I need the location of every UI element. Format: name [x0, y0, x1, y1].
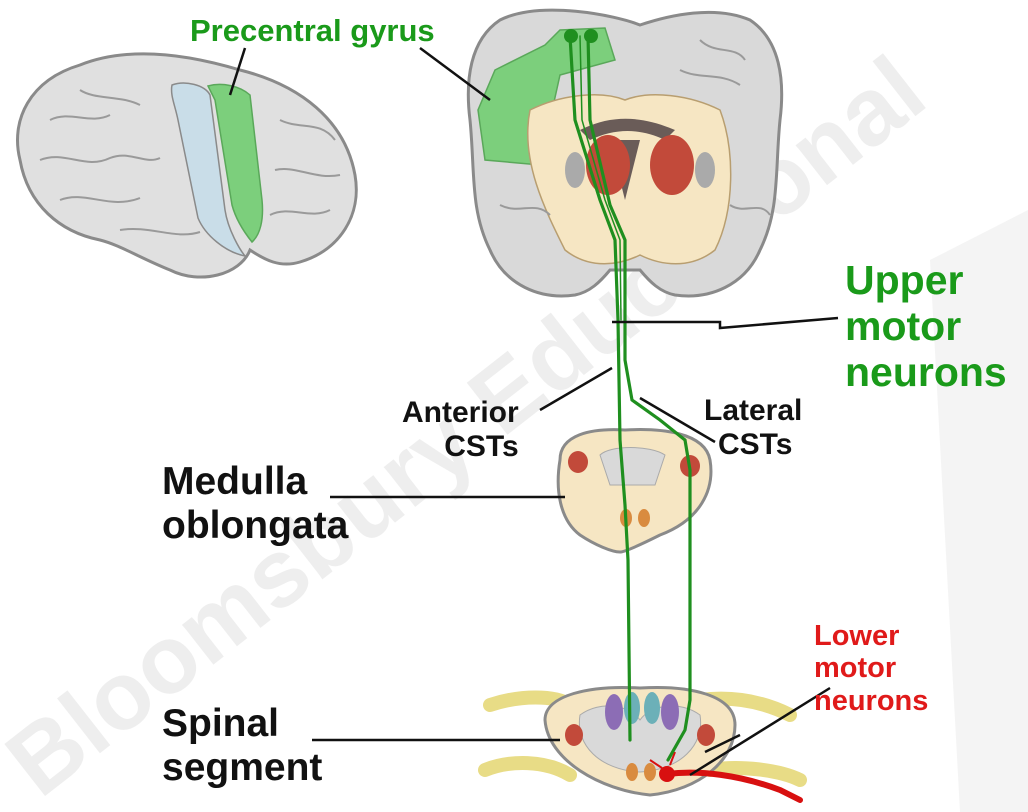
label-precentral-gyrus: Precentral gyrus: [190, 14, 435, 49]
lateral-brain-icon: [18, 54, 357, 277]
label-lower-line-1: Lower: [814, 620, 928, 652]
label-lower-line-3: neurons: [814, 685, 928, 717]
label-lateral-line-1: Lateral: [704, 394, 802, 428]
label-anterior-line-1: Anterior: [402, 396, 519, 430]
label-upper-line-2: motor: [845, 304, 1007, 350]
label-upper-motor-neurons: Upper motor neurons: [845, 258, 1007, 396]
label-anterior-csts: Anterior CSTs: [402, 396, 519, 463]
label-spinal-segment: Spinal segment: [162, 702, 322, 789]
medulla-section-icon: [558, 430, 711, 552]
label-lateral-line-2: CSTs: [704, 428, 802, 462]
label-lower-motor-neurons: Lower motor neurons: [814, 620, 928, 717]
label-anterior-line-2: CSTs: [402, 430, 519, 464]
label-upper-line-1: Upper: [845, 258, 1007, 304]
upper-neuron-soma-1: [564, 29, 578, 43]
label-lateral-csts: Lateral CSTs: [704, 394, 802, 461]
label-medulla-line-2: oblongata: [162, 504, 348, 548]
label-upper-line-3: neurons: [845, 350, 1007, 396]
upper-neuron-soma-2: [584, 29, 598, 43]
label-spinal-line-1: Spinal: [162, 702, 322, 746]
label-medulla-line-1: Medulla: [162, 460, 348, 504]
label-medulla-oblongata: Medulla oblongata: [162, 460, 348, 547]
label-lower-line-2: motor: [814, 652, 928, 684]
label-spinal-line-2: segment: [162, 746, 322, 790]
